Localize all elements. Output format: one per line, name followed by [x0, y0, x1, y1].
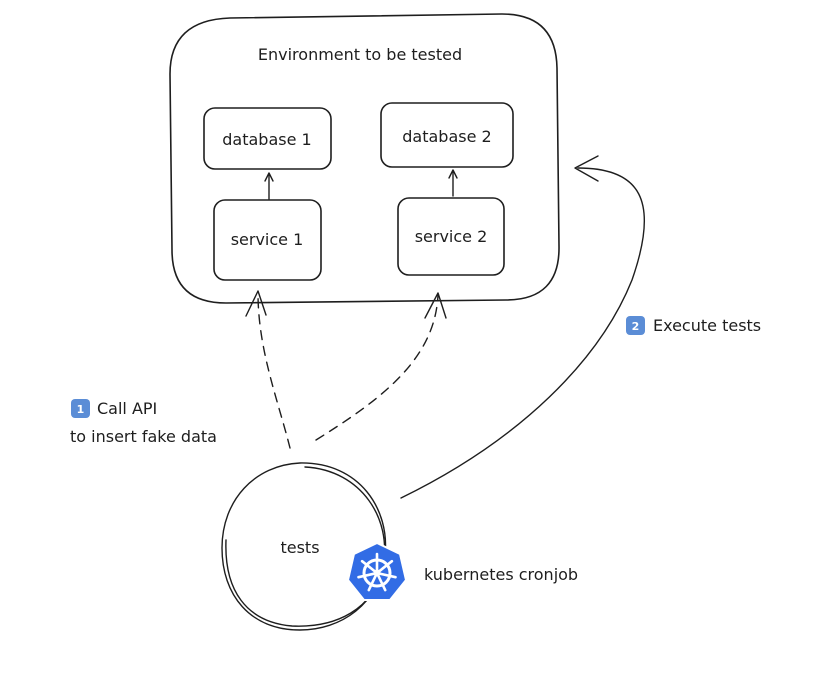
step-2-badge: 2 — [626, 316, 645, 335]
execute-tests-arrow — [400, 155, 646, 499]
database-1-label: database 1 — [222, 130, 311, 149]
step-1-line-2: to insert fake data — [70, 427, 217, 446]
step-1-line-1: Call API — [97, 399, 157, 418]
step-1-annotation: 1 Call API to insert fake data — [70, 399, 217, 446]
environment-title: Environment to be tested — [258, 45, 462, 64]
tests-label: tests — [280, 538, 319, 557]
step-1-number: 1 — [77, 403, 85, 416]
kubernetes-cronjob-label: kubernetes cronjob — [424, 565, 578, 584]
service-1-to-database-1-arrow — [264, 172, 274, 200]
service-2-box: service 2 — [397, 197, 505, 276]
tests-circle: tests — [221, 462, 387, 631]
service-2-label: service 2 — [415, 227, 488, 246]
service-1-label: service 1 — [231, 230, 304, 249]
step-2-number: 2 — [632, 320, 640, 333]
dashed-arrow-to-service-2 — [315, 292, 447, 441]
database-2-box: database 2 — [380, 102, 514, 168]
kubernetes-helm-icon — [346, 541, 408, 601]
service-2-to-database-2-arrow — [448, 169, 458, 197]
service-1-box: service 1 — [213, 199, 322, 281]
step-2-label: Execute tests — [653, 316, 761, 335]
dashed-arrow-to-service-1 — [245, 290, 291, 449]
step-2-annotation: 2 Execute tests — [626, 316, 761, 335]
database-2-label: database 2 — [402, 127, 491, 146]
database-1-box: database 1 — [203, 107, 332, 170]
step-1-badge: 1 — [71, 399, 90, 418]
